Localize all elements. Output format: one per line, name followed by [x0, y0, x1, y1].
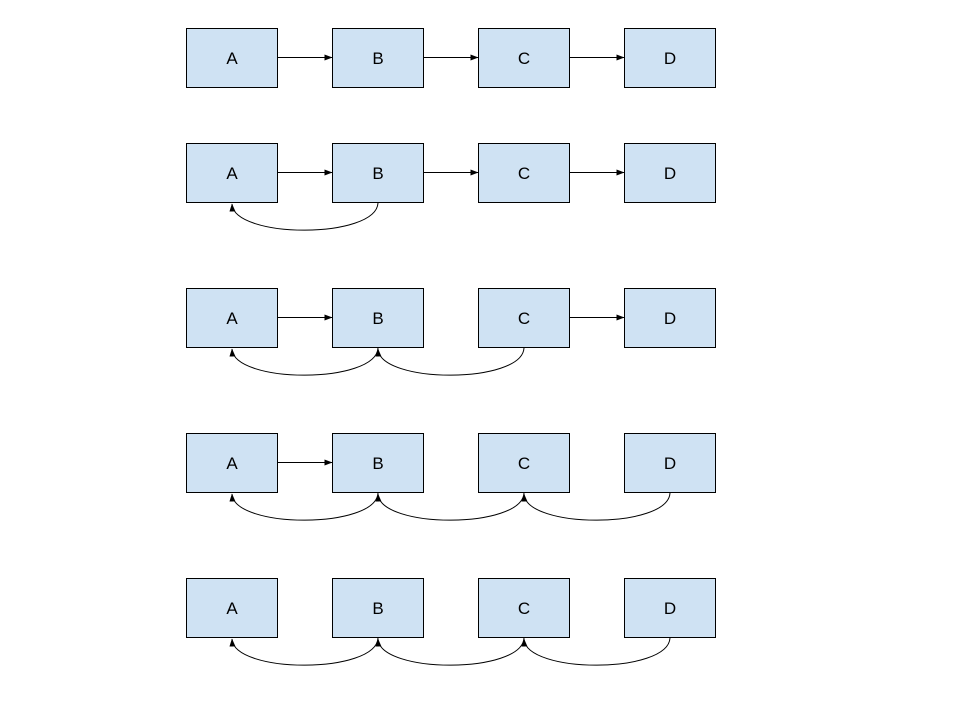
node-box — [624, 433, 716, 493]
node-box — [478, 28, 570, 88]
node-d: D — [624, 143, 716, 203]
node-label: A — [226, 599, 238, 618]
node-box — [478, 433, 570, 493]
node-label: B — [372, 599, 383, 618]
back-arrow-b-a — [229, 202, 379, 231]
node-label: A — [226, 454, 238, 473]
node-c: C — [478, 288, 570, 348]
node-c: C — [478, 433, 570, 493]
node-a: A — [186, 143, 278, 203]
node-label: C — [518, 454, 530, 473]
node-c: C — [478, 143, 570, 203]
node-box — [186, 578, 278, 638]
node-b: B — [332, 28, 424, 88]
node-label: B — [372, 49, 383, 68]
node-box — [332, 143, 424, 203]
node-d: D — [624, 288, 716, 348]
node-box — [186, 288, 278, 348]
back-arrow-c-b — [375, 492, 525, 521]
node-box — [186, 28, 278, 88]
node-b: B — [332, 433, 424, 493]
node-b: B — [332, 578, 424, 638]
diagram-row-5: A B C D — [186, 578, 716, 666]
node-box — [332, 578, 424, 638]
node-box — [478, 578, 570, 638]
node-label: D — [664, 49, 676, 68]
node-box — [186, 433, 278, 493]
node-label: A — [226, 309, 238, 328]
node-box — [624, 28, 716, 88]
back-arrow-c-b — [375, 637, 525, 666]
node-b: B — [332, 288, 424, 348]
node-label: A — [226, 49, 238, 68]
diagram-row-2: A B C D — [186, 143, 716, 231]
node-label: D — [664, 599, 676, 618]
node-label: B — [372, 454, 383, 473]
node-box — [624, 288, 716, 348]
node-c: C — [478, 28, 570, 88]
back-arrow-b-a — [229, 637, 379, 666]
node-box — [332, 433, 424, 493]
back-arrow-b-a — [229, 347, 379, 376]
node-a: A — [186, 433, 278, 493]
node-label: C — [518, 164, 530, 183]
node-a: A — [186, 28, 278, 88]
node-c: C — [478, 578, 570, 638]
node-box — [186, 143, 278, 203]
node-box — [478, 143, 570, 203]
node-label: B — [372, 309, 383, 328]
node-label: D — [664, 454, 676, 473]
node-label: C — [518, 599, 530, 618]
node-d: D — [624, 28, 716, 88]
diagram-row-3: A B C D — [186, 288, 716, 376]
back-arrow-d-c — [521, 637, 671, 666]
node-label: D — [664, 164, 676, 183]
diagram-row-1: A B C D — [186, 28, 716, 88]
node-label: C — [518, 49, 530, 68]
node-label: D — [664, 309, 676, 328]
node-b: B — [332, 143, 424, 203]
diagram-layer: A B C D A B C D A B C D A B C D A B C D — [186, 28, 716, 666]
back-arrow-d-c — [521, 492, 671, 521]
node-box — [624, 578, 716, 638]
node-label: C — [518, 309, 530, 328]
back-arrow-b-a — [229, 492, 379, 521]
node-box — [332, 28, 424, 88]
node-box — [478, 288, 570, 348]
node-a: A — [186, 578, 278, 638]
diagram-row-4: A B C D — [186, 433, 716, 521]
node-a: A — [186, 288, 278, 348]
node-box — [332, 288, 424, 348]
node-d: D — [624, 433, 716, 493]
node-box — [624, 143, 716, 203]
node-d: D — [624, 578, 716, 638]
back-arrow-c-b — [375, 347, 525, 376]
node-label: A — [226, 164, 238, 183]
node-label: B — [372, 164, 383, 183]
